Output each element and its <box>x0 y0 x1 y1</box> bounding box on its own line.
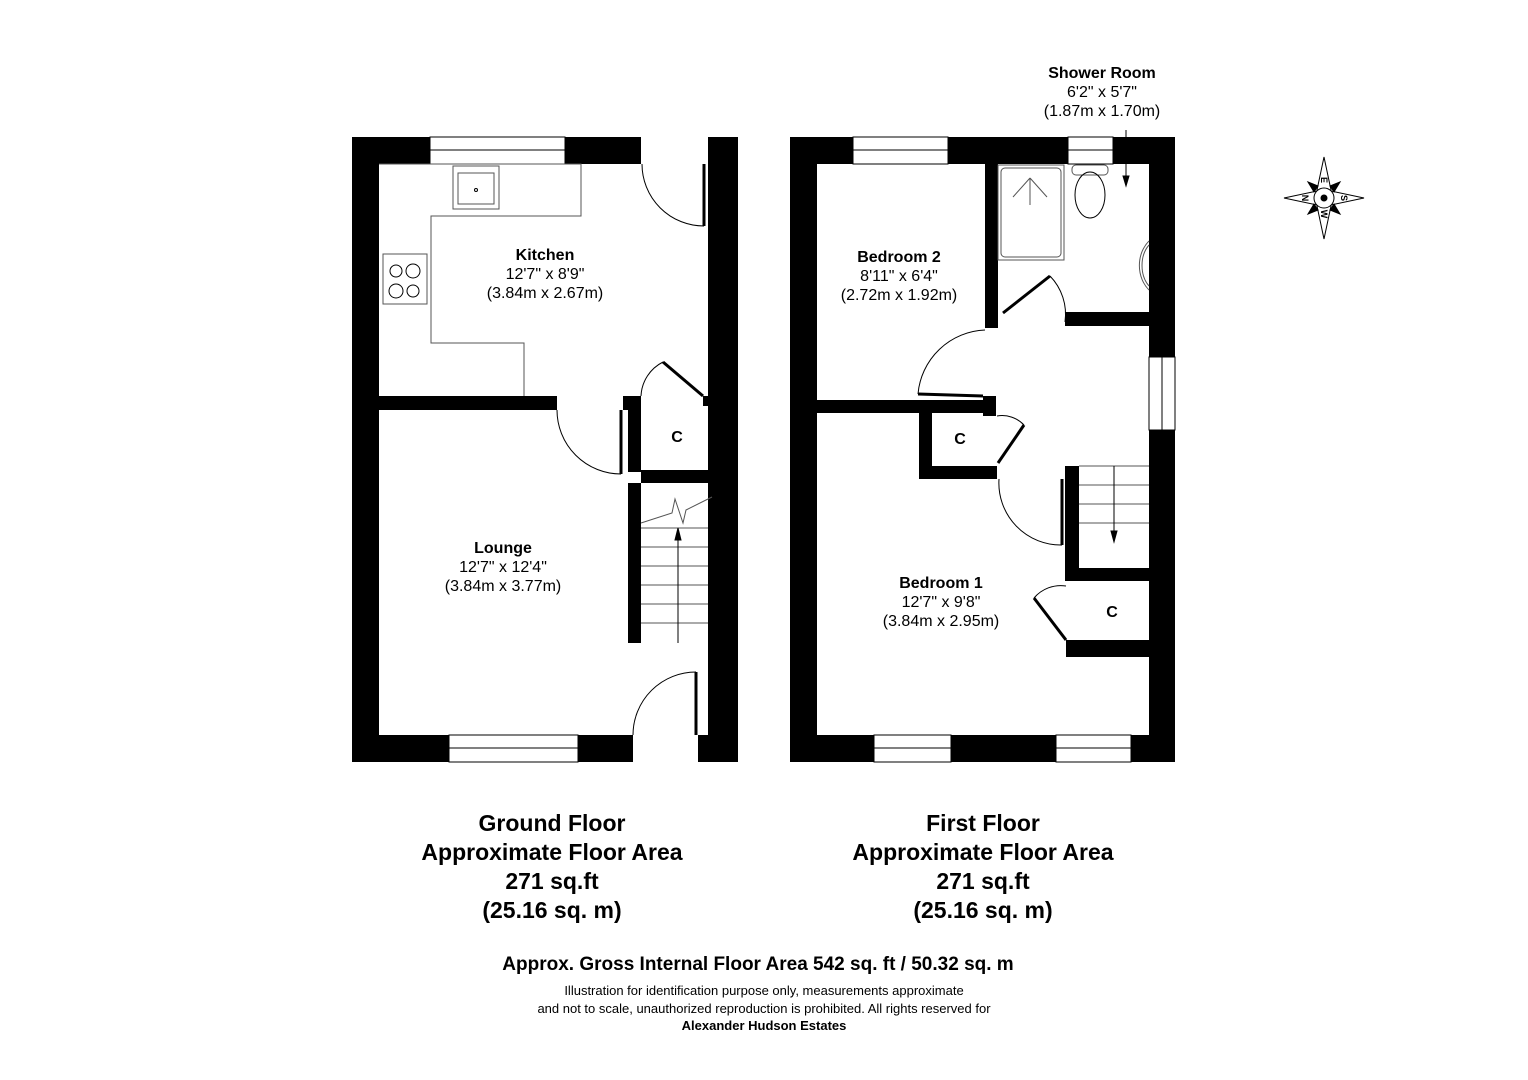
compass-s: S <box>1339 194 1349 202</box>
gross-internal-area: Approx. Gross Internal Floor Area 542 sq… <box>502 954 1014 975</box>
room-label-shower-room: Shower Room 6'2" x 5'7" (1.87m x 1.70m) <box>1044 64 1160 122</box>
cupboard-label-bedroom-1: C <box>1106 604 1118 621</box>
room-dim-metric: (3.84m x 3.77m) <box>444 578 562 596</box>
compass-rose-icon <box>1283 156 1365 240</box>
room-dim-metric: (1.87m x 1.70m) <box>1043 103 1161 121</box>
room-label-kitchen: Kitchen 12'7" x 8'9" (3.84m x 2.67m) <box>487 246 603 304</box>
room-dim-imperial: 12'7" x 9'8" <box>901 594 981 612</box>
room-label-bedroom-2: Bedroom 2 8'11" x 6'4" (2.72m x 1.92m) <box>841 248 957 306</box>
disclaimer-line-1: Illustration for identification purpose … <box>564 983 964 998</box>
room-dim-imperial: 6'2" x 5'7" <box>1067 84 1137 102</box>
compass-w: W <box>1319 209 1329 219</box>
cupboard-label-ground: C <box>671 429 683 446</box>
floor-subtitle: Approximate Floor Area <box>421 839 683 865</box>
room-dim-imperial: 8'11" x 6'4" <box>860 268 938 286</box>
room-name: Kitchen <box>515 247 575 264</box>
ground-floor-fixtures <box>379 136 713 763</box>
company-name: Alexander Hudson Estates <box>681 1018 847 1033</box>
room-name: Bedroom 1 <box>899 575 983 592</box>
room-name: Shower Room <box>1048 65 1156 82</box>
room-label-lounge: Lounge 12'7" x 12'4" (3.84m x 3.77m) <box>445 539 561 597</box>
disclaimer-line-2: and not to scale, unauthorized reproduct… <box>537 1001 991 1016</box>
cupboard-label-landing: C <box>954 431 966 448</box>
first-floor-fixtures <box>852 130 1176 763</box>
first-floor-caption: First Floor Approximate Floor Area 271 s… <box>852 809 1113 925</box>
room-dim-imperial: 12'7" x 8'9" <box>505 266 585 284</box>
room-name: Lounge <box>474 540 532 557</box>
room-dim-metric: (3.84m x 2.67m) <box>486 285 604 303</box>
room-dim-metric: (2.72m x 1.92m) <box>840 287 958 305</box>
compass-n: N <box>1300 194 1310 202</box>
room-dim-metric: (3.84m x 2.95m) <box>882 613 1000 631</box>
floor-title: Ground Floor <box>478 810 626 836</box>
first-floor-plan <box>790 137 1175 762</box>
room-label-bedroom-1: Bedroom 1 12'7" x 9'8" (3.84m x 2.95m) <box>883 574 999 632</box>
floor-area-imperial: 271 sq.ft <box>505 868 599 894</box>
floor-area-metric: (25.16 sq. m) <box>482 897 622 923</box>
room-dim-imperial: 12'7" x 12'4" <box>459 559 547 577</box>
floor-area-metric: (25.16 sq. m) <box>913 897 1053 923</box>
ground-floor-plan <box>352 137 738 762</box>
floor-area-imperial: 271 sq.ft <box>936 868 1030 894</box>
floor-subtitle: Approximate Floor Area <box>852 839 1114 865</box>
ground-floor-caption: Ground Floor Approximate Floor Area 271 … <box>421 809 682 925</box>
room-name: Bedroom 2 <box>857 249 941 266</box>
compass-e: E <box>1319 176 1329 184</box>
floor-title: First Floor <box>926 810 1040 836</box>
